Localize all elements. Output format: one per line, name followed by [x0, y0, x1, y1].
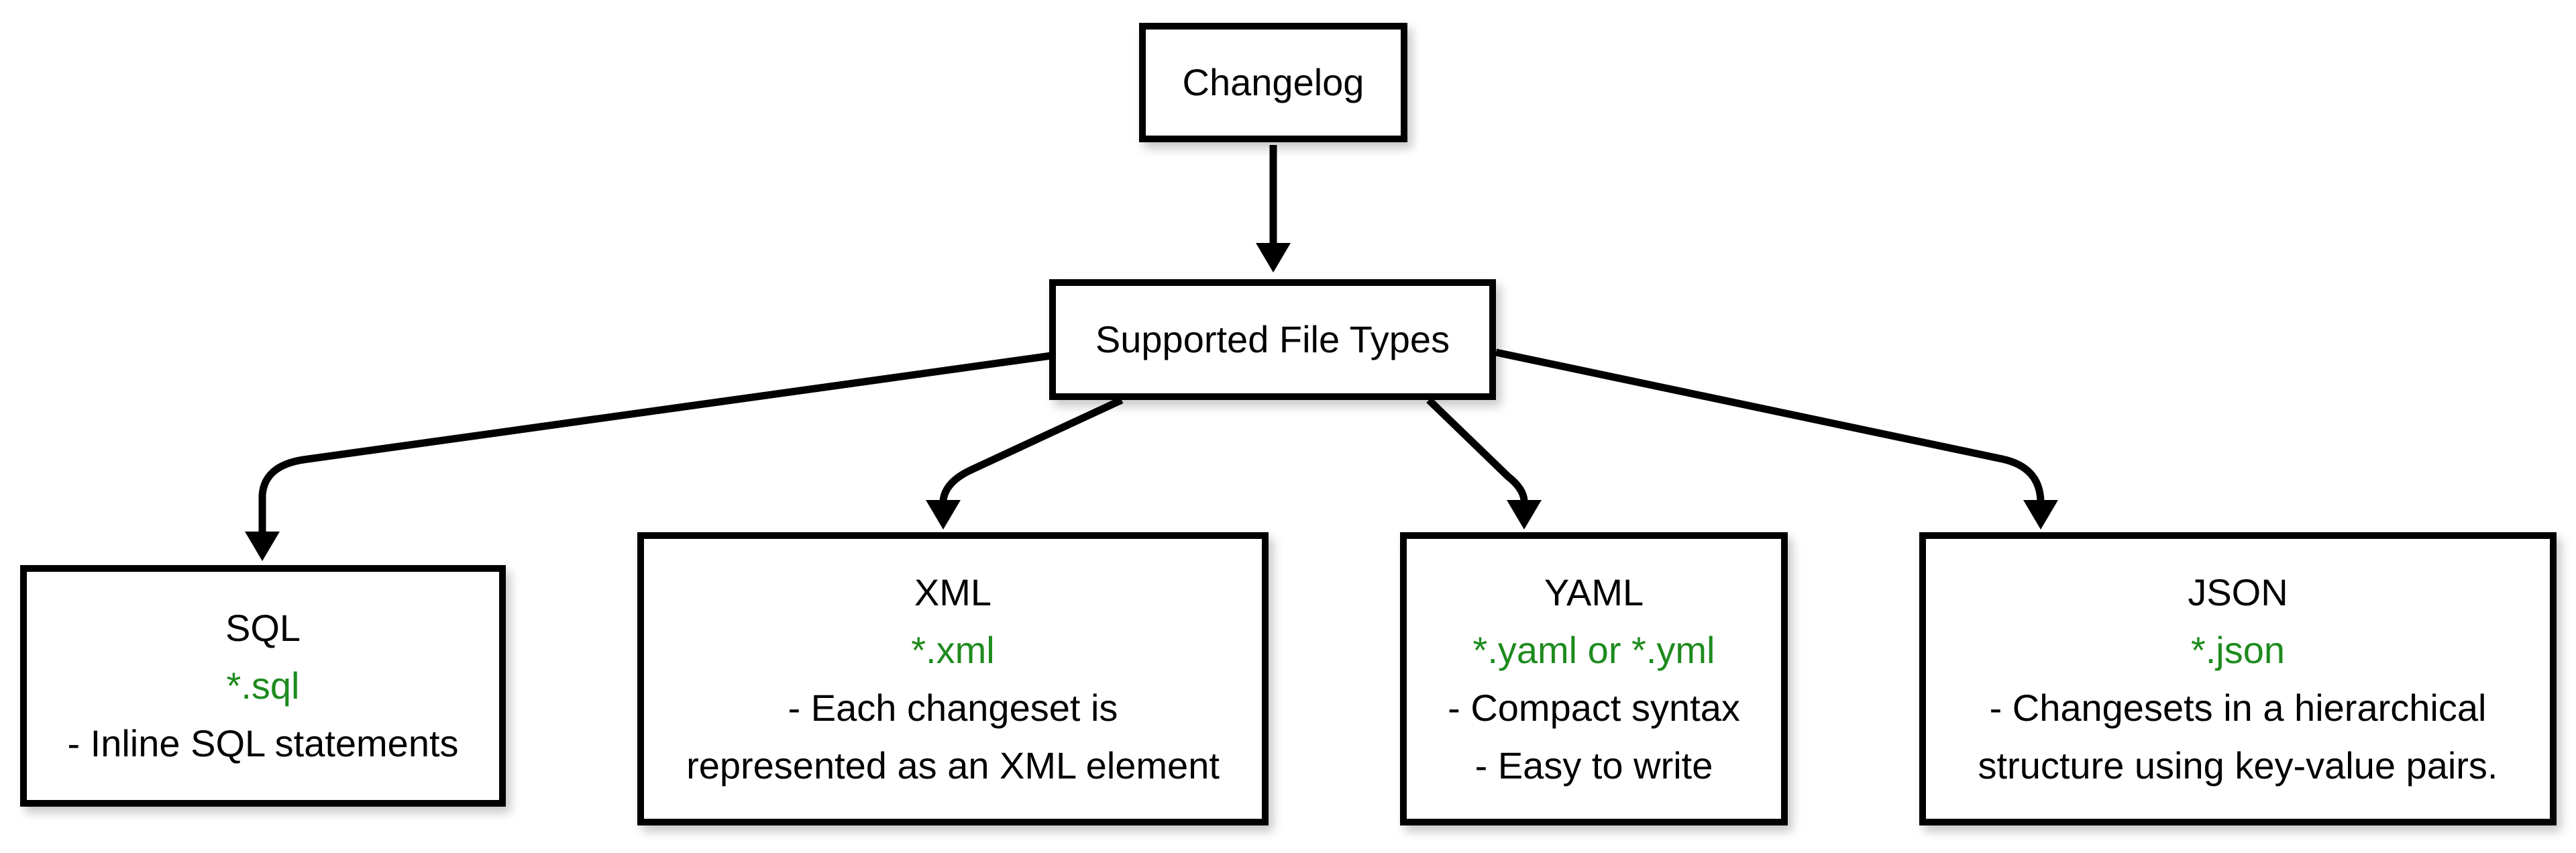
edge-supported-to-xml [926, 397, 1124, 530]
node-xml: XML *.xml - Each changeset is represente… [637, 532, 1269, 825]
json-extension: *.json [2190, 628, 2286, 671]
node-yaml: YAML *.yaml or *.yml - Compact syntax - … [1400, 532, 1788, 825]
node-supported-file-types: Supported File Types [1049, 279, 1496, 400]
yaml-title: YAML [1544, 570, 1644, 613]
yaml-description-line: - Easy to write [1474, 744, 1713, 787]
edge-supported-to-sql [245, 352, 1052, 561]
arrowhead-down-xml [926, 500, 961, 530]
xml-extension: *.xml [911, 628, 995, 671]
arrowhead-down-yaml [1507, 500, 1542, 530]
edge-supported-to-yaml [1426, 397, 1542, 530]
node-changelog-label: Changelog [1182, 61, 1364, 103]
sql-description-line: - Inline SQL statements [67, 722, 459, 764]
sql-title: SQL [225, 607, 301, 649]
sql-extension: *.sql [226, 664, 300, 707]
yaml-description-line: - Compact syntax [1448, 686, 1740, 729]
arrowhead-down-json [2023, 500, 2058, 530]
xml-description-line: - Each changeset is [788, 686, 1118, 729]
arrowhead-down-supported-file-types [1256, 243, 1291, 272]
json-title: JSON [2188, 570, 2288, 613]
edge-supported-to-json [1495, 348, 2058, 530]
json-description-line: structure using key-value pairs. [1978, 744, 2498, 787]
xml-description-line: represented as an XML element [686, 744, 1220, 787]
node-supported-file-types-label: Supported File Types [1095, 318, 1450, 360]
yaml-extension: *.yaml or *.yml [1472, 628, 1715, 671]
node-changelog: Changelog [1139, 23, 1407, 142]
edge-changelog-to-supported-file-types [1256, 145, 1291, 272]
xml-title: XML [914, 570, 992, 613]
node-sql: SQL *.sql - Inline SQL statements [20, 565, 506, 807]
node-json: JSON *.json - Changesets in a hierarchic… [1919, 532, 2557, 825]
json-description-line: - Changesets in a hierarchical [1989, 686, 2487, 729]
arrowhead-down-sql [245, 532, 280, 561]
